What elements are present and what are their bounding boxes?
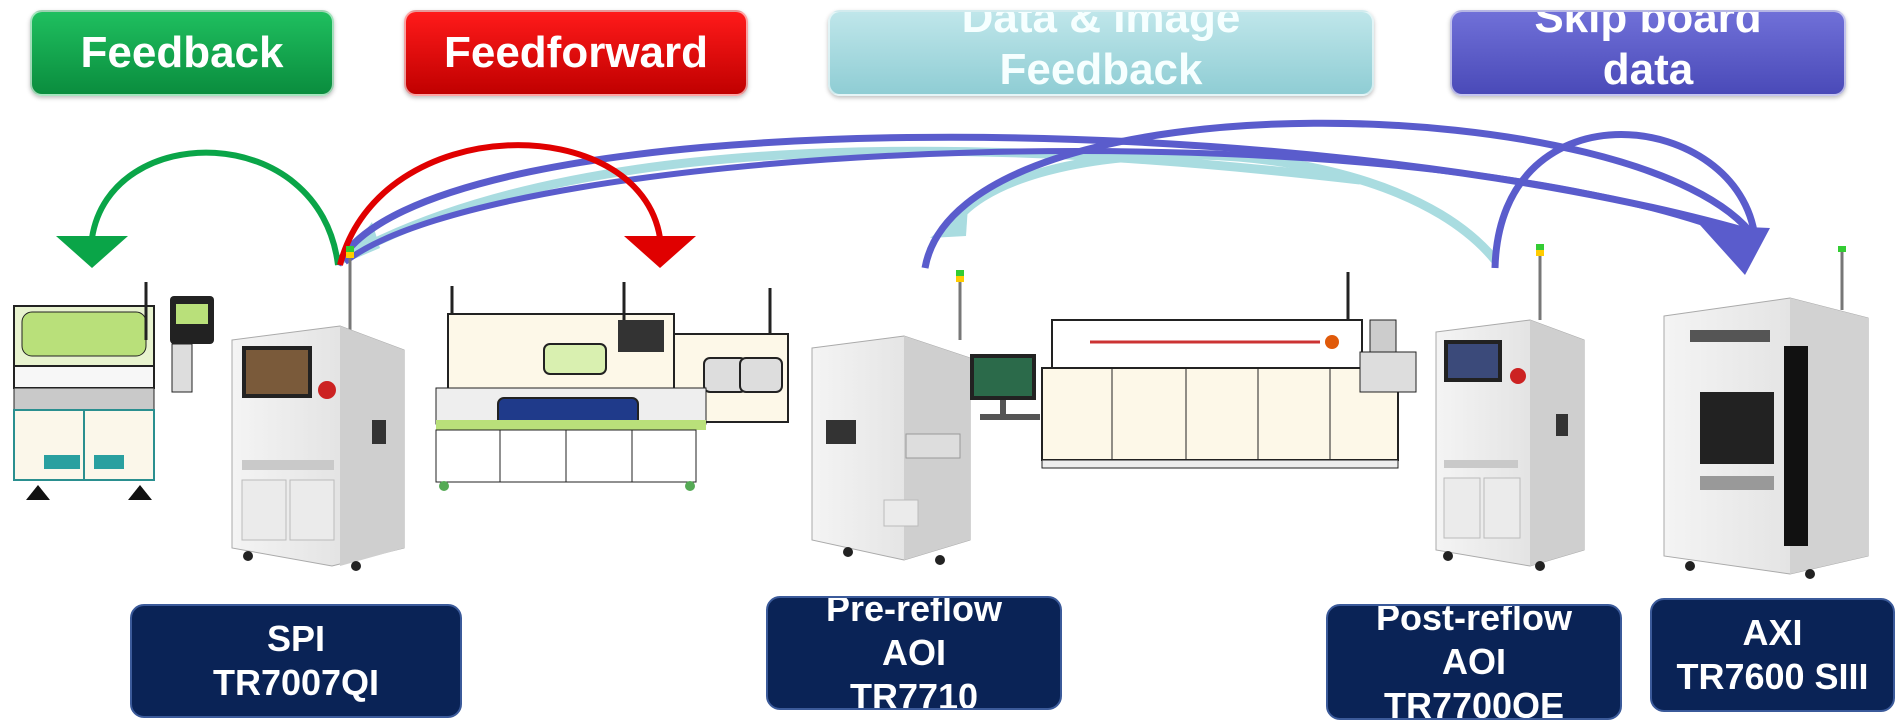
legend-data-line2: Feedback [999, 45, 1203, 94]
axi-machine [1663, 246, 1869, 579]
label-axi-line1: AXI [1742, 612, 1803, 653]
pick-and-place-machine [435, 282, 789, 491]
legend-feedback: Feedback [30, 10, 334, 96]
label-spi: SPI TR7007QI [130, 604, 462, 718]
skip-board-arrow-post [1491, 131, 1759, 269]
legend-feedback-text: Feedback [80, 28, 284, 77]
feedback-arrow [89, 149, 341, 266]
pre-reflow-aoi-machine [811, 270, 1040, 565]
label-spi-line1: SPI [266, 618, 326, 659]
label-post-line1: Post-reflow [1375, 604, 1572, 638]
spi-machine [231, 246, 405, 571]
skip-board-arrowhead [1700, 225, 1770, 275]
feedback-arrowhead [56, 236, 128, 268]
label-pre-line3: TR7710 [849, 676, 979, 710]
label-post-line3: TR7700QE [1383, 685, 1565, 720]
label-axi: AXI TR7600 SIII [1650, 598, 1895, 712]
legend-skip-board-data: Skip board data [1450, 10, 1846, 96]
label-spi-line2: TR7007QI [212, 662, 380, 703]
label-axi-line2: TR7600 SIII [1676, 656, 1869, 697]
feedforward-arrow [337, 142, 663, 266]
label-post-line2: AOI [1441, 641, 1506, 682]
skip-board-arrow-pre [921, 119, 1758, 269]
reflow-oven-machine [1041, 272, 1417, 469]
label-pre-line2: AOI [881, 632, 946, 673]
label-post-reflow-aoi: Post-reflow AOI TR7700QE [1326, 604, 1622, 720]
label-pre-line1: Pre-reflow [825, 596, 1003, 629]
legend-skip-line2: data [1602, 45, 1694, 94]
legend-feedforward: Feedforward [404, 10, 748, 96]
legend-data-line1: Data & Image [961, 10, 1241, 42]
legend-skip-line1: Skip board [1534, 10, 1762, 42]
label-pre-reflow-aoi: Pre-reflow AOI TR7710 [766, 596, 1062, 710]
legend-data-image-feedback: Data & Image Feedback [828, 10, 1374, 96]
data-image-feedback-arrow-1 [347, 146, 1361, 259]
legend-feedforward-text: Feedforward [443, 28, 709, 77]
skip-board-arrow-spi-2 [343, 148, 1747, 265]
post-reflow-aoi-machine [1435, 244, 1585, 571]
feedforward-arrowhead [624, 236, 696, 268]
screen-printer-machine [13, 282, 214, 500]
